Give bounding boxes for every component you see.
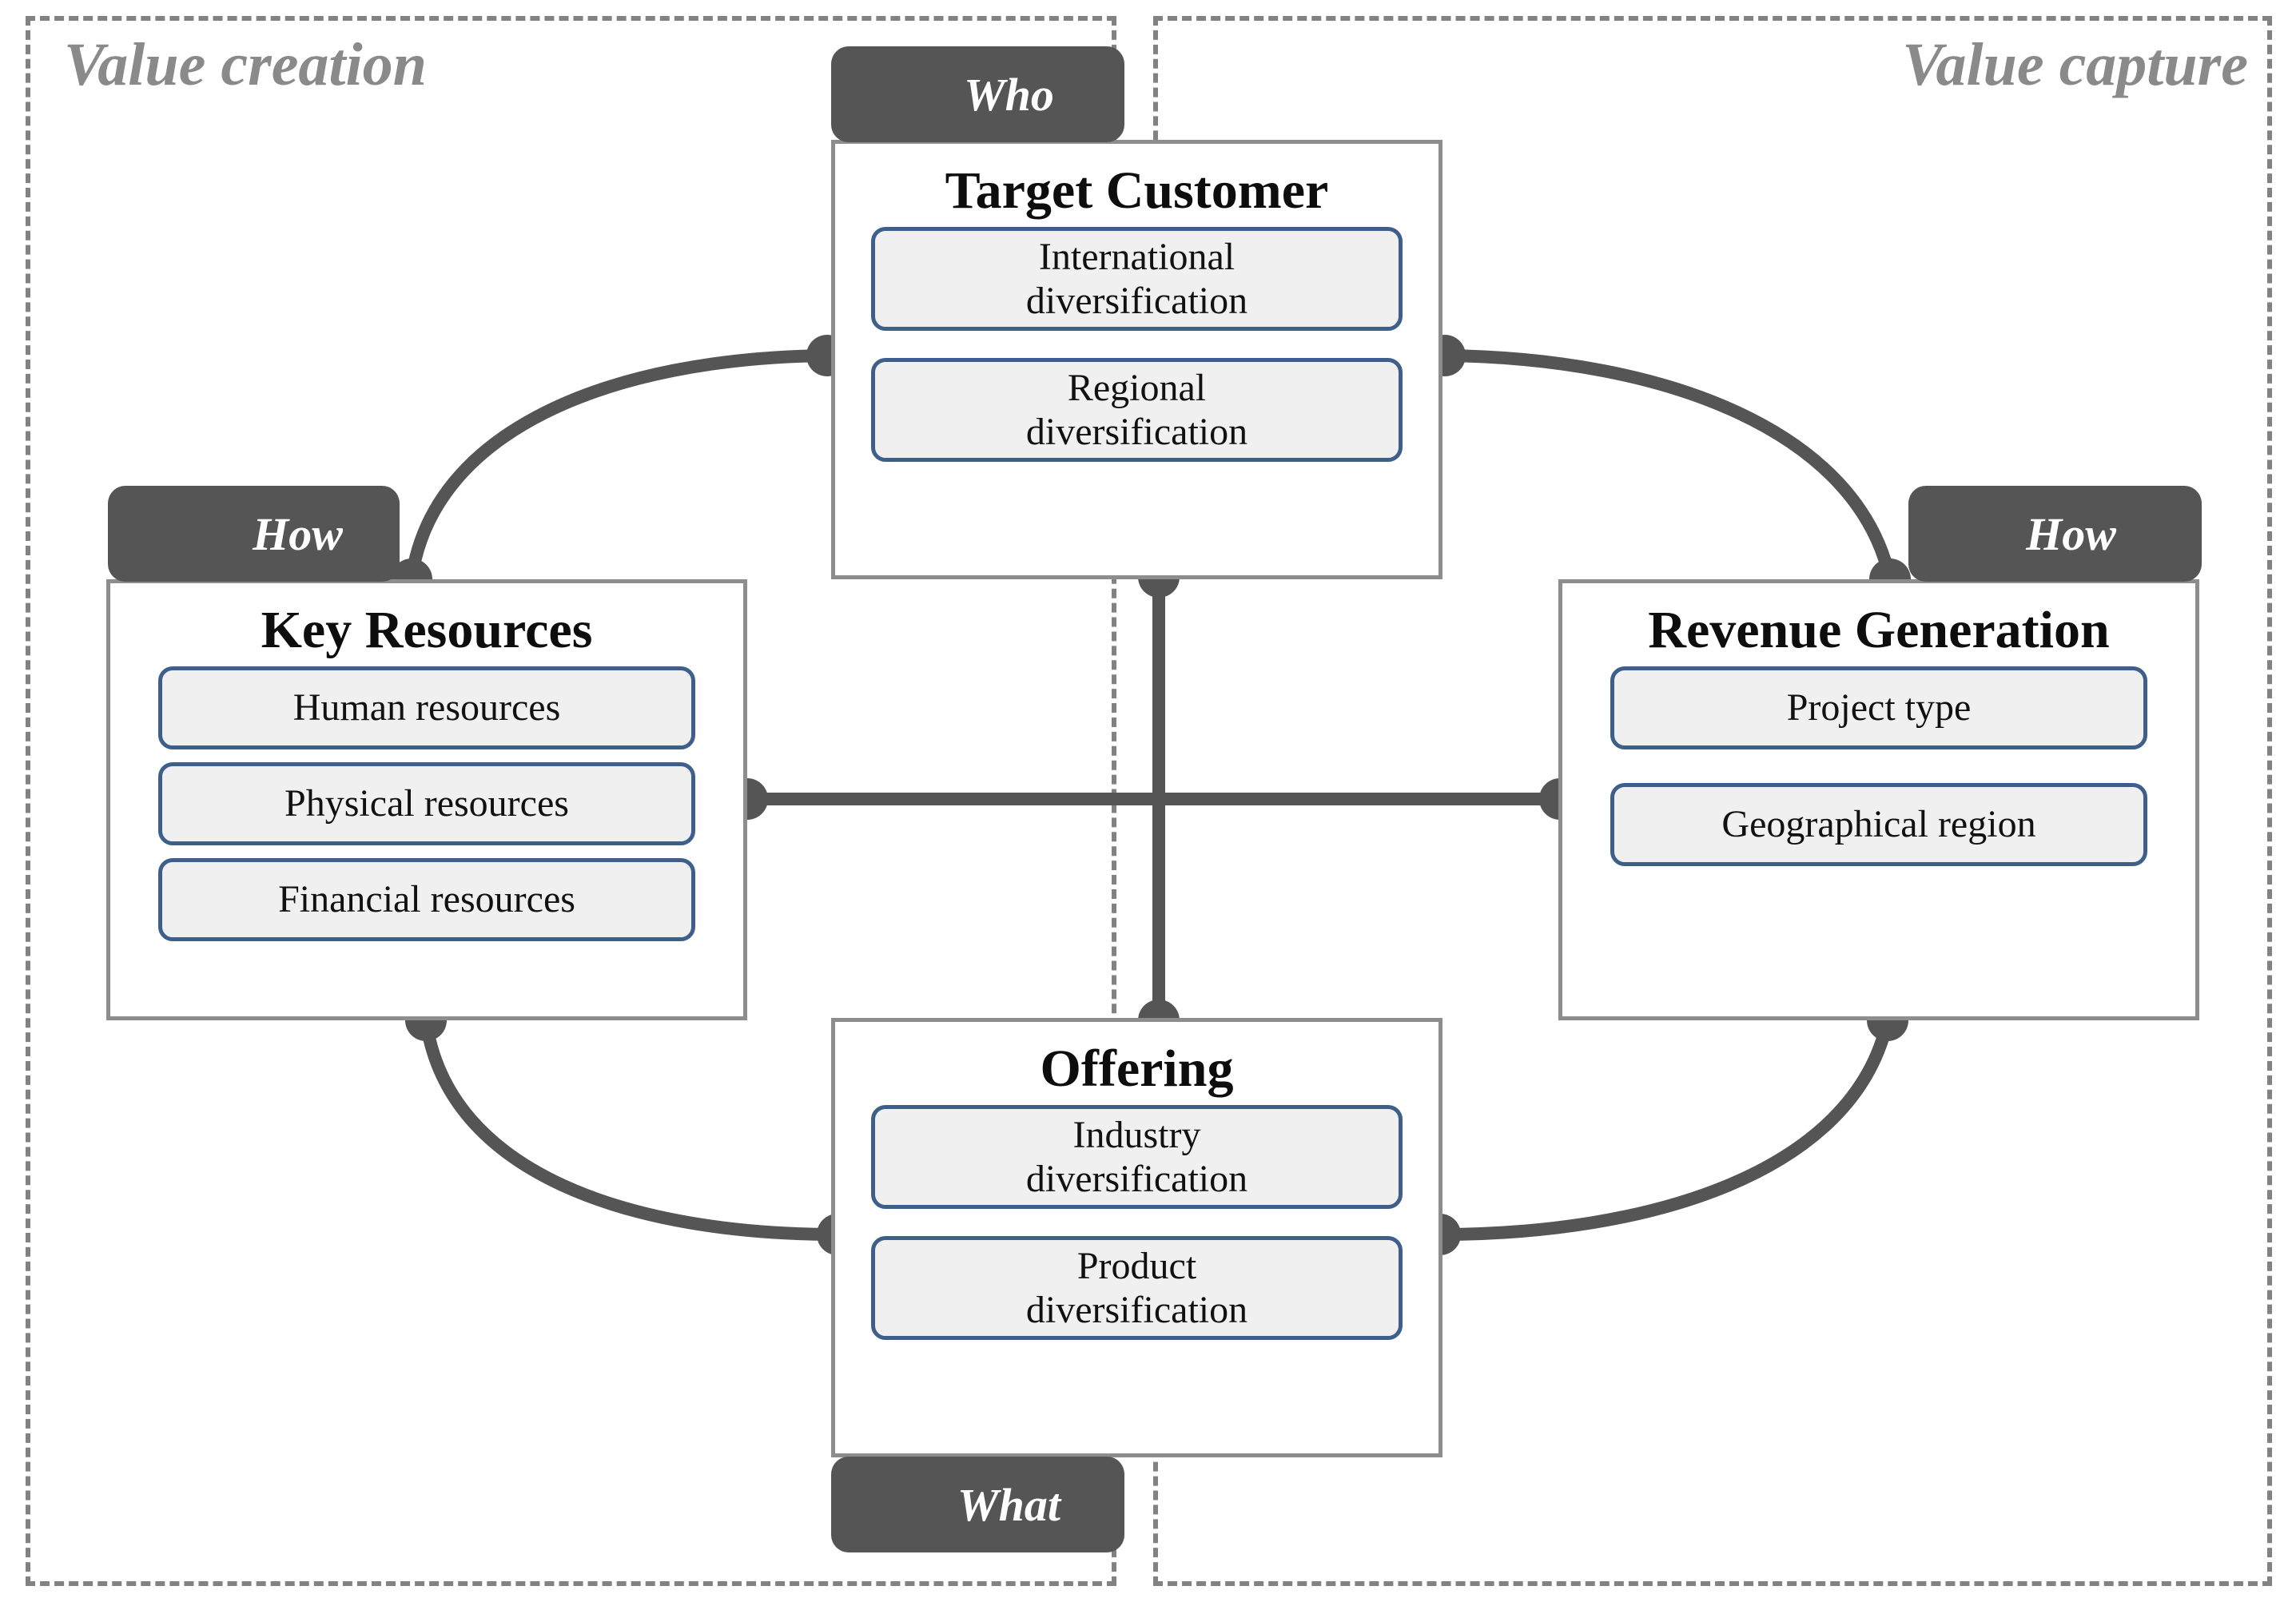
- tab-how-left[interactable]: How: [108, 486, 400, 582]
- attribute-line: diversification: [1025, 1289, 1248, 1331]
- attribute-list-revenue-generation: Project type Geographical region: [1562, 666, 2195, 866]
- attribute-list-key-resources: Human resources Physical resources Finan…: [110, 666, 743, 941]
- attribute-line: Product: [1076, 1244, 1197, 1287]
- component-title-offering: Offering: [1040, 1040, 1234, 1098]
- attribute-line: diversification: [1025, 411, 1248, 453]
- zone-label-value-creation: Value creation: [64, 31, 427, 98]
- tab-who[interactable]: Who: [831, 46, 1124, 142]
- attribute-chip[interactable]: Project type: [1610, 666, 2147, 749]
- attribute-chip[interactable]: Product diversification: [871, 1236, 1403, 1340]
- attribute-line: International: [1038, 235, 1236, 278]
- attribute-chip[interactable]: Geographical region: [1610, 783, 2147, 866]
- component-title-key-resources: Key Resources: [261, 601, 593, 659]
- component-revenue-generation[interactable]: Revenue Generation Project type Geograph…: [1558, 579, 2199, 1020]
- component-target-customer[interactable]: Target Customer International diversific…: [831, 140, 1442, 579]
- attribute-chip[interactable]: Regional diversification: [871, 358, 1403, 462]
- attribute-chip[interactable]: Industry diversification: [871, 1105, 1403, 1209]
- component-title-revenue-generation: Revenue Generation: [1648, 601, 2110, 659]
- attribute-line: Financial resources: [278, 878, 575, 921]
- attribute-list-target-customer: International diversification Regional d…: [835, 227, 1438, 462]
- tab-how-right[interactable]: How: [1908, 486, 2202, 582]
- attribute-line: Physical resources: [285, 782, 569, 825]
- attribute-line: diversification: [1025, 280, 1248, 322]
- attribute-line: Regional: [1067, 366, 1207, 409]
- attribute-line: Human resources: [292, 686, 561, 729]
- component-title-target-customer: Target Customer: [945, 161, 1329, 220]
- attribute-line: Industry: [1072, 1113, 1201, 1156]
- component-offering[interactable]: Offering Industry diversification Produc…: [831, 1018, 1442, 1457]
- attribute-chip[interactable]: Human resources: [158, 666, 695, 749]
- component-key-resources[interactable]: Key Resources Human resources Physical r…: [106, 579, 747, 1020]
- attribute-line: Project type: [1786, 686, 1972, 729]
- attribute-chip[interactable]: Financial resources: [158, 858, 695, 941]
- attribute-line: Geographical region: [1721, 803, 2036, 846]
- tab-what[interactable]: What: [831, 1457, 1124, 1552]
- attribute-list-offering: Industry diversification Product diversi…: [835, 1105, 1438, 1340]
- zone-label-value-capture: Value capture: [1902, 31, 2248, 98]
- attribute-chip[interactable]: International diversification: [871, 227, 1403, 331]
- attribute-line: diversification: [1025, 1158, 1248, 1200]
- attribute-chip[interactable]: Physical resources: [158, 762, 695, 845]
